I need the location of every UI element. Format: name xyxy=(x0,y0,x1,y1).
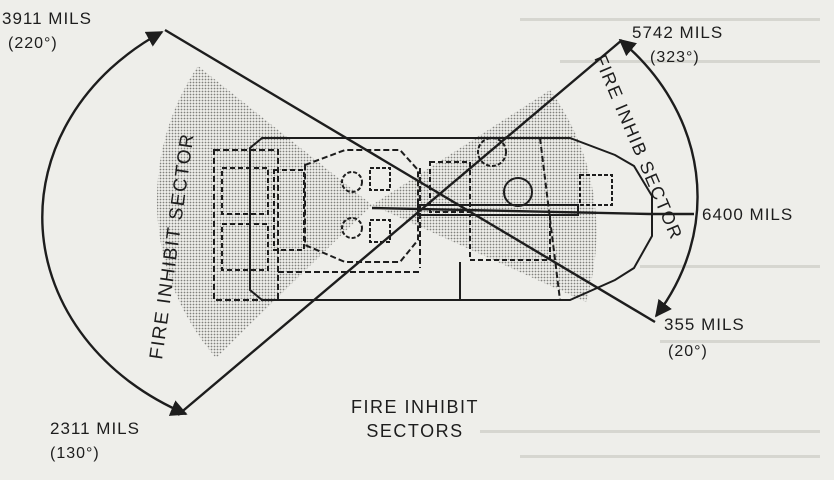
caption-line-2: SECTORS xyxy=(366,421,464,441)
left-sector-shading xyxy=(156,66,372,358)
line-3911-to-355 xyxy=(164,28,656,324)
background-print xyxy=(480,18,820,458)
label-130-deg: (130°) xyxy=(50,445,100,462)
line-5742-to-2311 xyxy=(177,39,623,416)
line-6400-center xyxy=(371,206,651,216)
label-323-deg: (323°) xyxy=(650,49,700,66)
label-5742-mils: 5742 MILS xyxy=(632,23,724,42)
label-355-mils: 355 MILS xyxy=(664,315,745,334)
right-sector-arc xyxy=(618,38,699,318)
label-6400-mils: 6400 MILS xyxy=(702,205,794,224)
label-220-deg: (220°) xyxy=(8,35,58,52)
right-sector-shading xyxy=(372,90,597,302)
label-20-deg: (20°) xyxy=(668,343,708,360)
caption-line-1: FIRE INHIBIT xyxy=(350,397,479,417)
label-2311-mils: 2311 MILS xyxy=(50,419,140,438)
label-3911-mils: 3911 MILS xyxy=(2,9,92,28)
diagram-caption: FIRE INHIBIT SECTORS xyxy=(330,395,500,443)
left-sector-arc xyxy=(41,30,188,416)
sector-boundary-lines xyxy=(164,28,694,416)
